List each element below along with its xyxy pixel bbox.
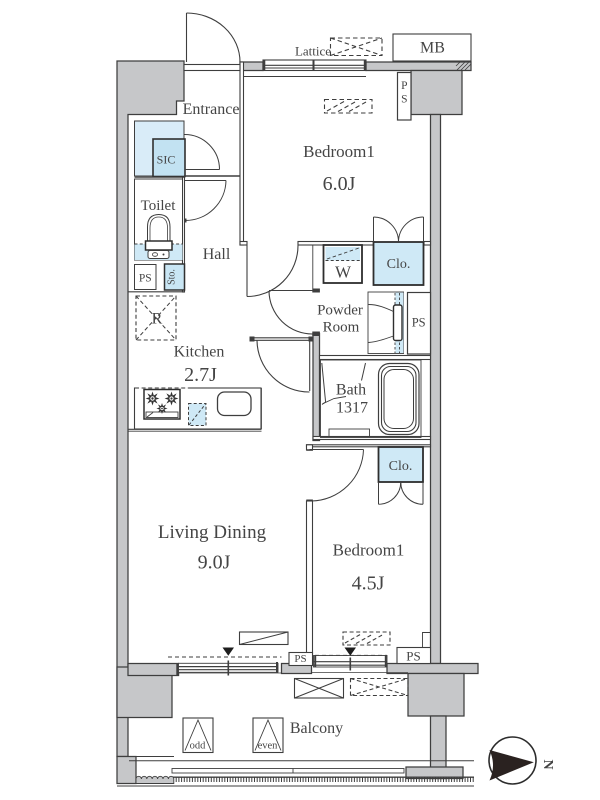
svg-text:Entrance: Entrance	[183, 101, 240, 118]
svg-text:Balcony: Balcony	[290, 720, 343, 737]
svg-text:Sto.: Sto.	[167, 269, 178, 285]
svg-text:PS: PS	[139, 273, 152, 285]
svg-text:Kitchen: Kitchen	[174, 344, 225, 361]
svg-text:Bedroom1: Bedroom1	[303, 142, 375, 161]
svg-text:6.0J: 6.0J	[323, 173, 356, 195]
svg-text:N: N	[540, 759, 555, 769]
svg-text:even: even	[258, 741, 279, 752]
svg-text:PS: PS	[412, 316, 426, 330]
svg-text:P: P	[401, 80, 407, 92]
svg-text:Lattice: Lattice	[295, 44, 331, 59]
svg-text:Living Dining: Living Dining	[158, 522, 267, 543]
svg-text:PS: PS	[406, 649, 420, 664]
svg-text:1317: 1317	[336, 400, 368, 417]
svg-text:PS: PS	[294, 653, 306, 665]
svg-text:Toilet: Toilet	[141, 198, 177, 214]
svg-text:2.7J: 2.7J	[184, 364, 217, 386]
svg-text:SIC: SIC	[157, 153, 176, 167]
svg-text:Clo.: Clo.	[389, 459, 413, 474]
svg-text:W: W	[335, 263, 352, 282]
svg-text:Room: Room	[323, 320, 360, 336]
svg-text:R: R	[152, 311, 163, 328]
svg-text:MB: MB	[420, 40, 445, 57]
svg-text:Bedroom1: Bedroom1	[333, 541, 405, 560]
svg-text:Bath: Bath	[336, 382, 366, 399]
svg-text:9.0J: 9.0J	[198, 552, 231, 574]
svg-text:S: S	[401, 94, 407, 106]
svg-text:odd: odd	[190, 741, 207, 752]
svg-text:Clo.: Clo.	[387, 257, 411, 272]
svg-text:Powder: Powder	[317, 303, 363, 319]
svg-text:Hall: Hall	[203, 246, 231, 263]
svg-text:4.5J: 4.5J	[352, 573, 385, 595]
